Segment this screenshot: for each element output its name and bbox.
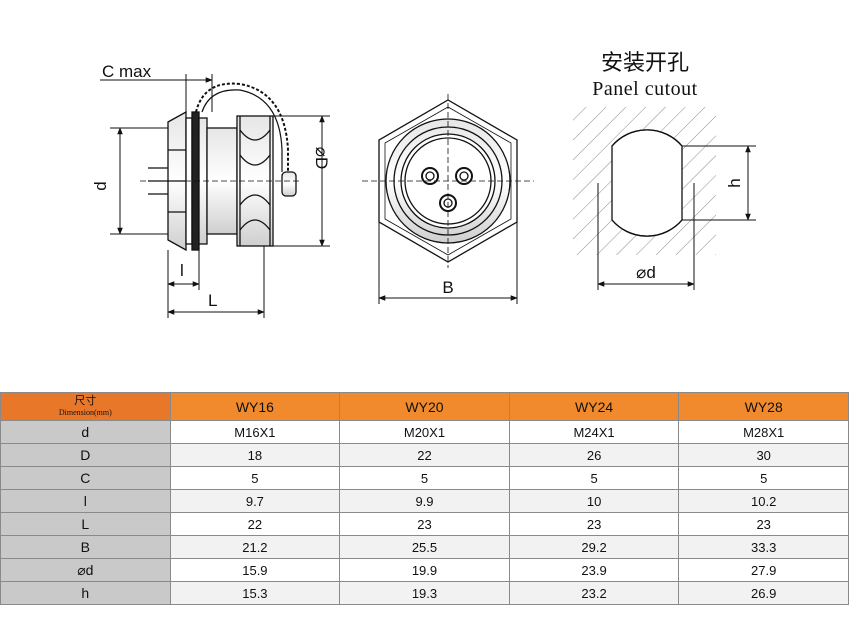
table-cell: 5 [169,466,341,490]
cutout-title-cn: 安装开孔 [601,51,689,76]
row-label: B [0,535,171,559]
dim-l [167,250,200,318]
corner-header-cn: 尺寸 [74,394,97,407]
cutout-view [573,107,756,290]
model-header: WY16 [169,392,341,421]
side-view [100,74,330,318]
table-cell: 5 [508,466,680,490]
table-cell: 25.5 [339,535,510,559]
table-cell: 15.3 [169,581,341,605]
label-l: l [180,261,184,280]
table-cell: 5 [678,466,849,490]
table-cell: 9.7 [169,489,341,513]
technical-drawing: C max d ⌀D l L B 安装开孔 Panel cutout [91,51,756,318]
table-cell: 30 [678,443,849,467]
table-cell: 23.9 [508,558,680,582]
dim-od [597,183,695,290]
label-h: h [725,178,744,187]
dim-D [273,115,330,247]
table-cell: 29.2 [508,535,680,559]
table-cell: 19.9 [339,558,510,582]
dim-d [110,127,168,235]
table-cell: 27.9 [678,558,849,582]
front-view [362,94,534,304]
table-cell: 19.3 [339,581,510,605]
model-header: WY24 [508,392,680,421]
row-label: D [0,443,171,467]
label-L: L [208,291,217,310]
row-label: C [0,466,171,490]
corner-header-en: Dimension(mm) [58,407,112,417]
label-c-max: C max [102,62,152,81]
table-cell: 15.9 [169,558,341,582]
row-label: L [0,512,171,536]
corner-header: 尺寸 Dimension(mm) [0,392,171,421]
table-cell: 26 [508,443,680,467]
table-cell: 10 [508,489,680,513]
table-cell: M24X1 [508,420,680,444]
table-cell: 22 [339,443,510,467]
model-header: WY20 [339,392,510,421]
table-cell: 33.3 [678,535,849,559]
cutout-hole [611,129,683,237]
dim-c-max [100,74,213,112]
cutout-title-en: Panel cutout [592,78,697,100]
dim-L [167,246,265,318]
label-od: ⌀d [636,263,656,282]
row-label: ⌀d [0,558,171,582]
label-D: ⌀D [312,147,331,170]
row-label: h [0,581,171,605]
row-label: l [0,489,171,513]
front-centerlines [362,94,534,268]
table-cell: 23 [339,512,510,536]
row-label: d [0,420,171,444]
table-cell: M28X1 [678,420,849,444]
table-cell: 26.9 [678,581,849,605]
table-cell: 21.2 [169,535,341,559]
model-header: WY28 [678,392,849,421]
table-cell: 23 [678,512,849,536]
table-header-row: 尺寸 Dimension(mm) WY16 WY20 WY24 WY28 [0,392,849,421]
contact-holes [421,167,473,212]
label-B: B [442,278,453,297]
label-d: d [91,181,110,190]
table-cell: M20X1 [339,420,510,444]
table-cell: 9.9 [339,489,510,513]
table-cell: 23 [508,512,680,536]
table-cell: 22 [169,512,341,536]
cap-lanyard [195,82,297,197]
table-cell: 23.2 [508,581,680,605]
table-cell: M16X1 [169,420,341,444]
table-cell: 18 [169,443,341,467]
table-cell: 5 [339,466,510,490]
dim-B [378,222,518,304]
table-cell: 10.2 [678,489,849,513]
